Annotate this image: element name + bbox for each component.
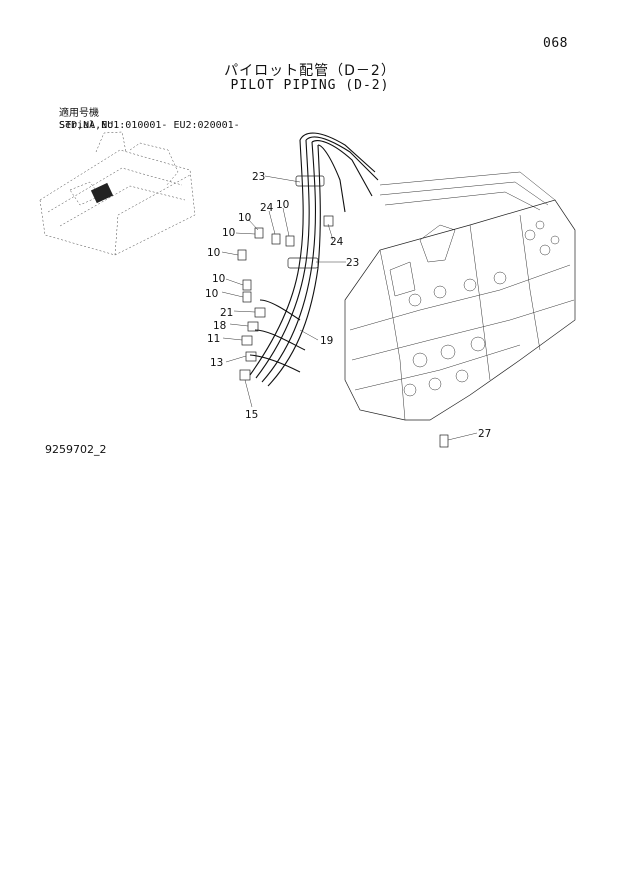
hose-clamp-lower [287,257,319,269]
callout-24-a: 24 [260,202,274,214]
callout-10-a: 10 [238,212,251,224]
fitting-24-a [271,233,281,245]
fitting-10-a [254,227,264,239]
fitting-10-c [242,279,252,291]
callout-15: 15 [245,409,258,421]
callout-10-e: 10 [212,273,225,285]
callout-10-f: 10 [205,288,218,300]
fitting-27 [439,434,449,448]
callout-24-b: 24 [330,236,344,248]
machine-locator-thumbnail [39,131,196,256]
callout-10-b: 10 [276,199,289,211]
callout-labels: 23 10 24 10 24 10 23 10 10 10 21 18 11 1… [205,171,491,440]
callout-13: 13 [210,357,223,369]
fitting-10-d [242,291,252,303]
fitting-10-b [237,249,247,261]
fitting-15 [239,369,251,381]
fitting-24-b [323,215,334,227]
serial-applicable-label: 適用号機 [59,108,100,119]
callout-23-upper: 23 [252,171,265,183]
fitting-10-e [285,235,295,247]
serial-row-1: 適用号機 STD,NA,EU1:010001- [47,96,167,132]
serial-no-value: EU2:020001- [173,120,240,131]
serial-no-label: Serial No. [59,120,120,131]
callout-19: 19 [320,335,333,347]
title-japanese: パイロット配管（D－2） [224,63,396,79]
fitting-18 [247,321,259,332]
page-number: 068 [543,36,568,51]
leader-lines [221,175,478,441]
pilot-hose-bundle [249,132,379,387]
control-valve-location-marker [90,182,114,204]
callout-10-d: 10 [207,247,220,259]
serial-row-2: Serial No. EU2:020001- [47,108,240,132]
title-english: PILOT PIPING (D-2) [230,78,390,93]
fitting-13 [245,351,257,362]
callout-18: 18 [213,320,226,332]
control-valve-assembly [344,171,576,421]
fittings [237,215,449,448]
callout-11: 11 [207,333,220,345]
fitting-11 [241,335,253,346]
serial-applicable-value: STD,NA,EU1:010001- [59,120,168,131]
hose-clamp-upper [295,175,325,187]
drawing-number: 9259702_2 [45,443,107,456]
callout-23-lower: 23 [346,257,359,269]
callout-10-c: 10 [222,227,235,239]
callout-21: 21 [220,307,233,319]
callout-27: 27 [478,428,491,440]
fitting-21 [254,307,266,318]
